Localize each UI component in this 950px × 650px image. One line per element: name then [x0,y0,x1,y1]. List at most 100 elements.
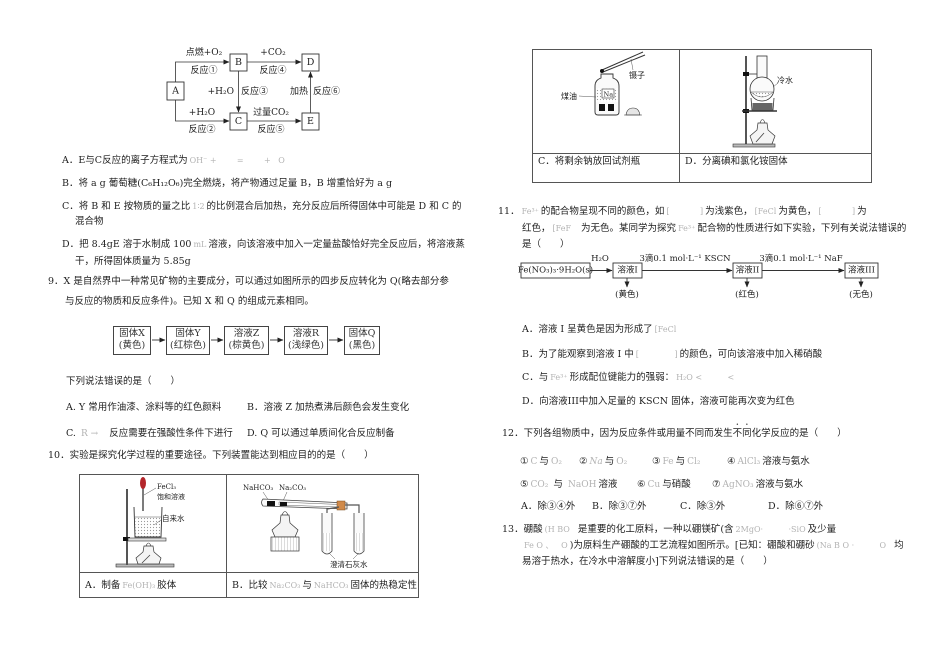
q8-option-a-text: A．E与C反应的离子方程式为 [62,155,188,166]
formula-complex: [ ] [818,207,856,216]
q9-option-c-formula: R → [80,429,99,439]
label-ac-top: +H₂O [189,108,215,118]
q13-text: 均 [894,540,904,551]
q13-text: 是重要的化工原料，一种以硼镁矿(含 [577,524,734,535]
q11-text: 红色， [522,223,551,234]
beaker-liquid [135,517,161,537]
label-bc-right: 反应③ [241,85,268,97]
step-3-label: 3滴0.1 mol·L⁻¹ NaF [759,253,842,264]
sodium-block [601,88,615,99]
q9-flow-q-name: 固体Q [348,328,376,339]
q13-text: 13．硼酸 [502,524,543,535]
label-cold-water: 冷水 [777,75,793,85]
q10-option-b-suffix: 固体的热稳定性 [350,580,418,591]
q9-question: 下列说法错误的是（ ） [66,376,181,387]
bottle-cap [625,107,641,116]
stand-clamp [743,72,749,76]
apparatus-d-sublimation-setup: 冷水 [732,55,793,148]
label-ab-top: 点燃+O₂ [186,46,223,58]
q9-flow-r-name: 溶液R [292,328,320,339]
q9-flow-x-color: (黄色) [118,340,146,351]
formula-fecl4: [FeCl [754,207,777,216]
formula-fe3: Fe³⁺ [678,224,696,233]
stand-base [732,143,776,148]
q11-option-c-text2: 形成配位键能力的强弱： [569,372,675,383]
q12-stem-text: 化学反应的是（ ） [751,428,847,439]
alcohol-burner [135,545,162,565]
q9-option-b: B．溶液 Z 加热煮沸后颜色会发生变化 [247,402,410,413]
q9-flow-z-name: 溶液Z [233,328,260,339]
q9-flow-arrows [152,337,344,343]
q12-stem-emphasis: 不同 [732,428,752,439]
q11-text: 为无色。某同学为探究 [581,223,677,234]
q9-stem-line2: 与反应的物质和反应条件)。已知 X 和 Q 的组成元素相同。 [65,296,314,307]
table-divider [226,475,227,597]
label-ce-top: 过量CO₂ [253,106,289,118]
q10-stem: 10．实验是探究化学过程的重要途径。下列装置能达到相应目的的是（ ） [48,450,374,461]
q9-flow-y-name: 固体Y [175,328,201,339]
q9-option-c-text: 反应需要在强酸性条件下进行 [109,428,233,439]
q9-option-c-prefix: C. [66,428,76,439]
node-e-label: E [307,116,314,127]
formula-fef6: [FeF [552,224,572,233]
q9-flow-box-r: 溶液R (浅绿色) [284,326,328,355]
q9-option-d: D. Q 可以通过单质间化合反应制备 [247,428,395,439]
q10-option-a-formula: Fe(OH)₃ [122,581,156,590]
q11-option-b: B．为了能观察到溶液 I 中[ ]的颜色，可向该溶液中加入稀硝酸 [522,349,822,361]
label-sodium: Na [604,91,614,99]
alcohol-burner [749,122,776,145]
beaker [750,97,775,111]
stand-rod [745,56,747,146]
q9-flow-z-color: (棕黄色) [228,340,265,351]
formula-boric-acid: (H BO [544,525,570,534]
q8-option-d-formula: mL [193,240,207,249]
q11-text: 配合物的性质进行如下实验，下列有关说法错误的 [697,223,907,234]
q11-option-a: A．溶液 I 呈黄色是因为形成了[FeCl [522,324,678,336]
q8-option-d-text2: 溶液，向该溶液中加入一定量盐酸恰好完全反应后，将溶液蒸 [208,239,465,250]
q11-option-c-formula2: H₂O < < [676,373,735,382]
label-na2co3: Na₂CO₃ [279,484,306,492]
label-bd-top: +CO₂ [260,48,286,58]
q9-flow-r-color: (浅绿色) [288,340,324,351]
q10-table-cd: 镊子 Na 煤油 冷水 [532,49,872,183]
table-divider [679,50,680,182]
q12-stem-text: 12．下列各组物质中，因为反应条件或用量不同而发生 [502,428,733,439]
label-kerosene: 煤油 [561,91,577,101]
q8-option-c-formula: 1∶2 [192,202,205,211]
q11-text: 为浅紫色， [705,206,753,217]
q12-option-d: D．除⑥⑦外 [768,501,824,512]
box-solution-3 [844,262,879,279]
label-fecl3: FeCl₃ [157,483,176,491]
q9-flow-box-x: 固体X (黄色) [113,326,151,355]
q11-option-b-formula: [ ] [635,350,678,359]
tweezers [601,51,644,71]
solution-2-label: 溶液II [736,265,760,276]
node-c-box [229,112,248,131]
q10-table-ab: FeCl₃ 饱和溶液 自来水 NaHCO₃ Na₂CO₃ [79,474,419,598]
q9-flow-q-color: (黑色) [348,340,376,351]
q11-option-a-formula: [FeCl [654,325,677,334]
rubber-stopper [336,500,346,511]
node-d-label: D [307,57,315,68]
table-divider [80,572,418,573]
na2co3-solid [280,502,287,506]
solution-3-color: (无色) [849,289,873,300]
burner-block [270,536,300,552]
label-nahco3: NaHCO₃ [243,484,273,492]
q9-flow-box-z: 溶液Z (棕黄色) [224,326,269,355]
solution-2-color: (红色) [735,289,759,300]
q11-number: 11． [498,206,520,217]
q13-text: 及少量 [807,524,837,535]
wire-gauze-platform [127,537,167,542]
